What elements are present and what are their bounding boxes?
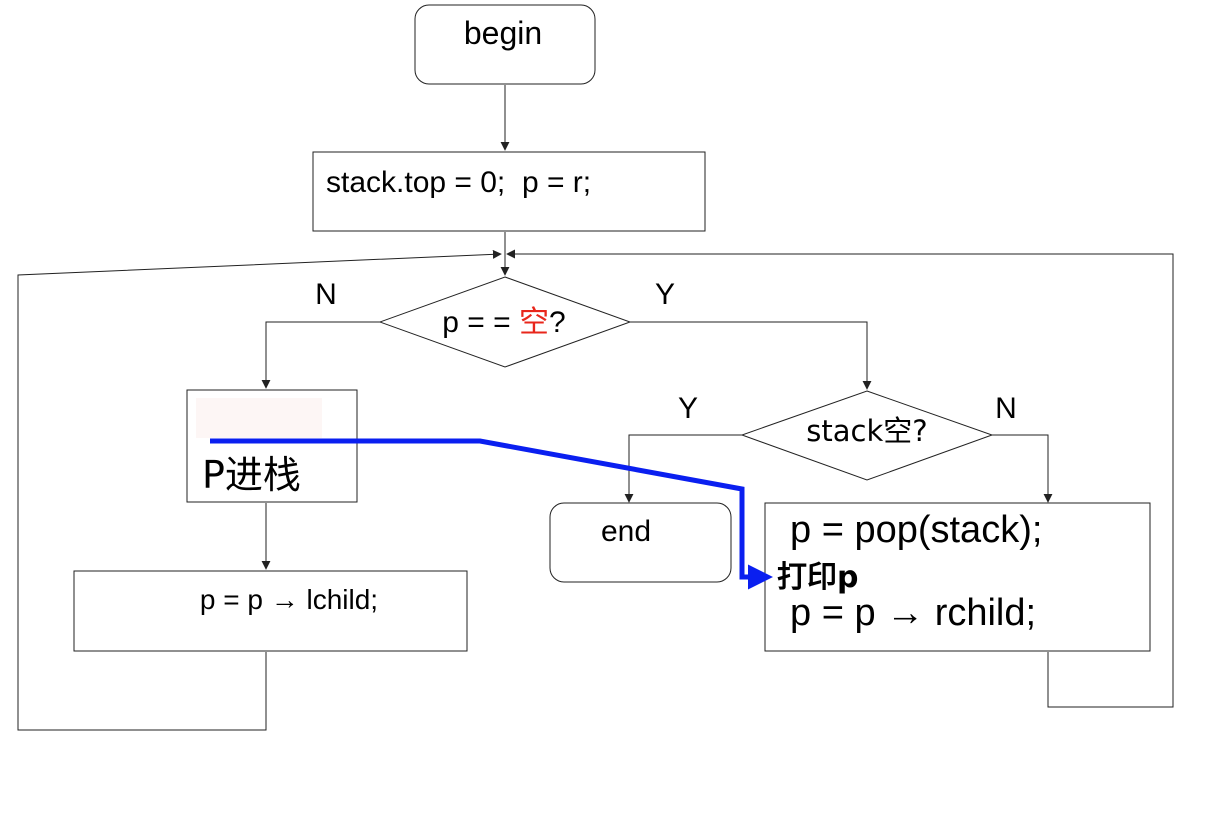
edge-rchild-loop xyxy=(506,249,1174,708)
init-label: stack.top = 0; p = r; xyxy=(326,166,591,199)
label-stack-empty-no: N xyxy=(995,392,1017,425)
annotation-move-arrow xyxy=(210,438,773,590)
label-stack-empty-yes: Y xyxy=(678,392,698,425)
edge-p-null-yes xyxy=(630,321,872,390)
push-node: P进栈 xyxy=(186,389,358,503)
begin-node: begin xyxy=(414,4,596,85)
edge-p-null-no xyxy=(261,321,380,389)
print-annotation: 打印p xyxy=(210,438,858,595)
end-node: end xyxy=(549,502,732,583)
decision-p-null-label: p = = 空? xyxy=(442,305,565,340)
label-p-null-yes: Y xyxy=(655,278,675,311)
end-label: end xyxy=(601,515,651,548)
print-annotation-label: 打印p xyxy=(777,560,858,595)
edge-lchild-loop xyxy=(17,249,502,731)
label-p-null-no: N xyxy=(315,278,337,311)
init-node: stack.top = 0; p = r; xyxy=(312,151,706,232)
push-label: P进栈 xyxy=(202,453,301,497)
pop-label: p = pop(stack); xyxy=(790,509,1042,551)
begin-label: begin xyxy=(464,15,542,51)
edge-stack-empty-yes xyxy=(624,434,742,503)
edge-stack-empty-no xyxy=(992,434,1053,503)
null-highlight: 空 xyxy=(519,305,549,340)
decision-stack-empty-label: stack空? xyxy=(806,414,927,448)
lchild-node: p = p → lchild; xyxy=(73,570,468,652)
decision-stack-empty: stack空? xyxy=(740,390,994,481)
rchild-label: p = p → rchild; xyxy=(790,592,1036,634)
pop-node: p = pop(stack); p = p → rchild; xyxy=(764,502,1151,652)
decision-p-null: p = = 空? xyxy=(378,276,632,368)
lchild-label: p = p → lchild; xyxy=(200,584,378,615)
erased-patch xyxy=(196,398,322,438)
